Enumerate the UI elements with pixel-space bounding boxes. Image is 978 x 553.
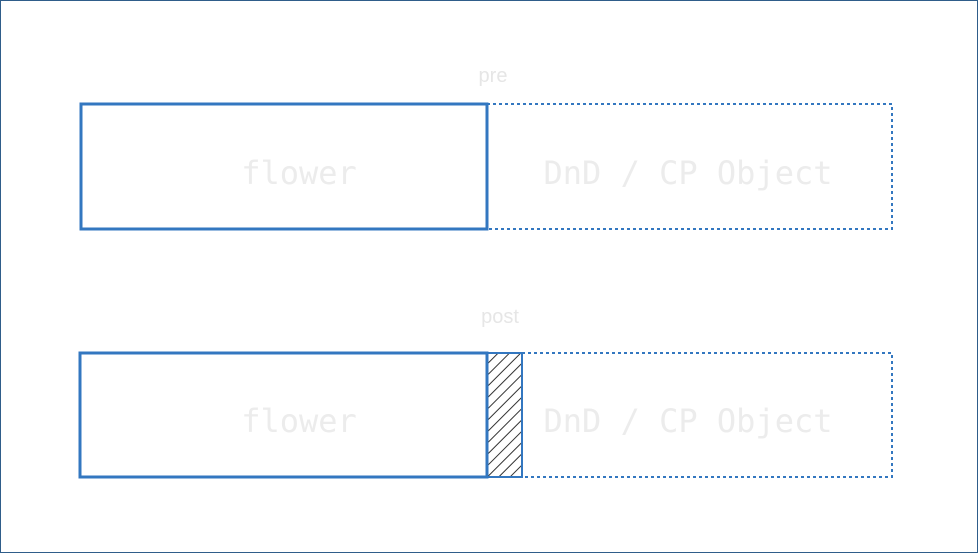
pre-caption: pre (479, 65, 508, 87)
post-flower-label: flower (241, 402, 357, 440)
pre-flower-label: flower (241, 154, 357, 192)
post-hatched-segment (486, 352, 523, 478)
pre-flower-box (79, 102, 489, 231)
pre-drop-object-label: DnD / CP Object (544, 154, 833, 192)
post-row: post flower DnD / CP Object (78, 306, 893, 479)
post-drop-object-label: DnD / CP Object (544, 402, 833, 440)
pre-row: pre flower DnD / CP Object (79, 65, 893, 231)
post-caption: post (481, 306, 519, 328)
post-flower-box (78, 351, 489, 479)
